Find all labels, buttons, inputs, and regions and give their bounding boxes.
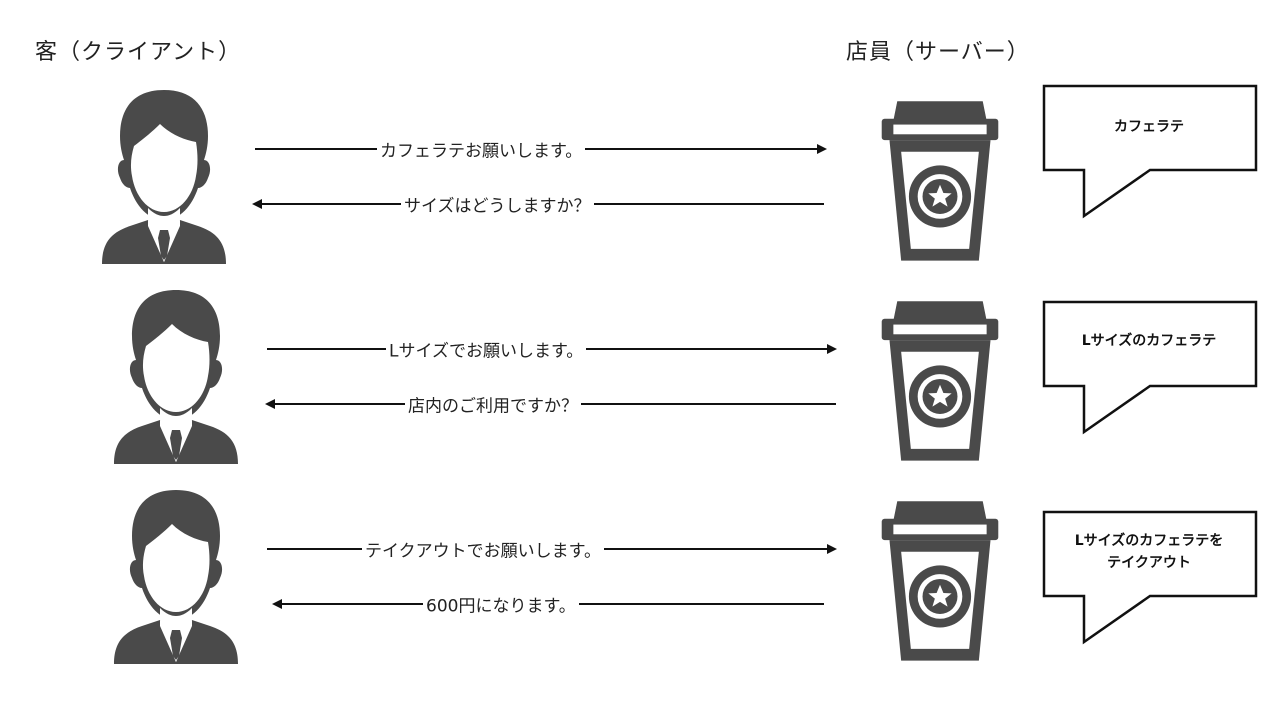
exchange-row-1: カフェラテお願いします。 サイズはどうしますか？ カフェラテ <box>0 0 1280 200</box>
exchange-row-3: テイクアウトでお願いします。 600円になります。 Lサイズのカフェラテを テイ… <box>0 400 1280 600</box>
order-bubble-text: Lサイズのカフェラテを テイクアウト <box>1074 533 1224 571</box>
order-bubble-text: Lサイズのカフェラテ <box>1081 333 1217 349</box>
exchange-row-2: Lサイズでお願いします。 店内のご利用ですか？ Lサイズのカフェラテ <box>0 200 1280 400</box>
order-bubble-text: カフェラテ <box>1114 119 1184 135</box>
response-text: 店内のご利用ですか？ <box>405 391 581 417</box>
client-heading: 客（クライアント） <box>35 40 242 65</box>
response-text: サイズはどうしますか？ <box>401 191 594 217</box>
speech-bubble <box>1042 510 1258 645</box>
request-text: Lサイズでお願いします。 <box>386 336 587 362</box>
coffee-cup-icon <box>872 492 1008 664</box>
request-text: テイクアウトでお願いします。 <box>362 536 604 562</box>
speech-bubble <box>1042 84 1258 219</box>
speech-bubble <box>1042 300 1258 435</box>
request-text: カフェラテお願いします。 <box>377 136 586 162</box>
customer-icon <box>104 484 248 664</box>
server-heading: 店員（サーバー） <box>846 40 1030 65</box>
response-text: 600円になります。 <box>423 591 579 617</box>
